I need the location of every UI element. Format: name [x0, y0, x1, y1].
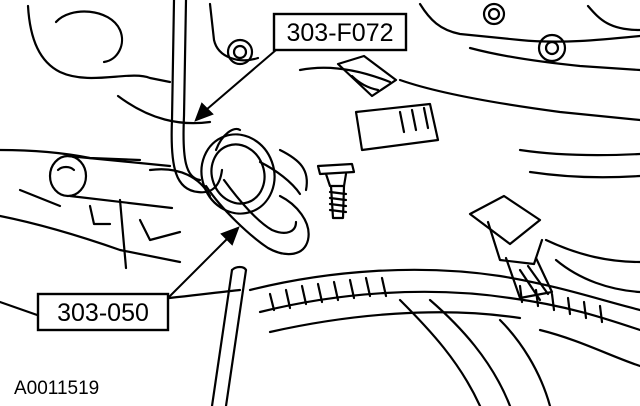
sensor-connector — [336, 54, 440, 152]
bolt-head-right — [537, 33, 567, 63]
bolt-head-upper-right — [482, 2, 506, 26]
mounting-bolt — [316, 162, 356, 220]
callout-label-303-f072: 303-F072 — [286, 19, 393, 47]
lifting-eye-bracket — [204, 160, 310, 256]
callout-arrow-303-f072 — [194, 49, 277, 122]
harness-wrap-ridges — [268, 276, 604, 324]
engine-block-outline — [0, 2, 640, 264]
coolant-tube — [48, 154, 174, 210]
wiring-harness — [248, 268, 640, 406]
figure-id: A0011519 — [14, 378, 99, 399]
lifting-hook — [170, 0, 224, 194]
dipstick-tube — [210, 265, 248, 406]
callout-box-303-050: 303-050 — [36, 292, 170, 332]
callout-label-303-050: 303-050 — [57, 299, 149, 327]
electrical-connector — [468, 194, 640, 302]
callout-box-303-f072: 303-F072 — [272, 12, 408, 52]
callout-arrow-303-050 — [167, 226, 240, 299]
bolt-head-left — [226, 38, 254, 66]
lifting-eye-ring — [200, 127, 276, 215]
